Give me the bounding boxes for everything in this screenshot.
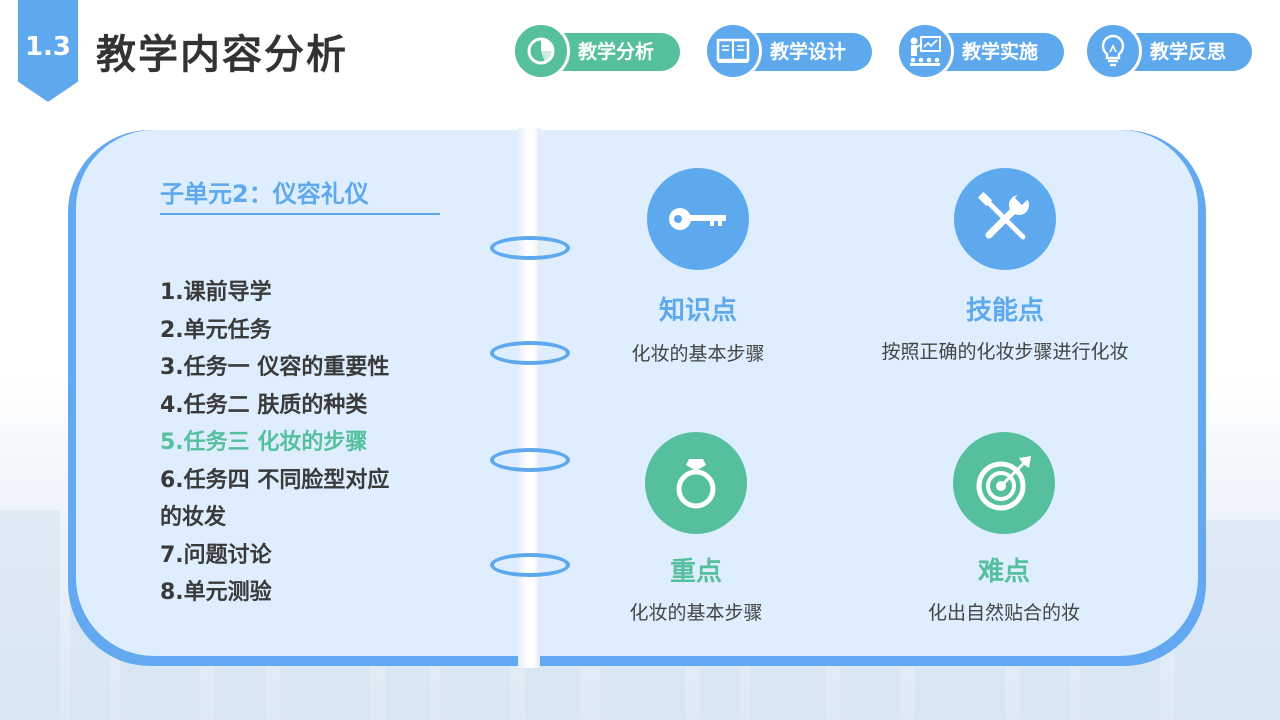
nav-item-teaching-analysis[interactable]: 教学分析	[512, 22, 682, 80]
book-icon	[704, 22, 762, 80]
binder-ring	[490, 236, 570, 260]
binder-ring	[490, 341, 570, 365]
nav-item-label: 教学反思	[1150, 41, 1227, 63]
pie-chart-icon	[512, 22, 570, 80]
binder-ring	[490, 448, 570, 472]
lesson-item[interactable]: 6.任务四 不同脸型对应	[160, 467, 390, 493]
skill-point-title: 技能点	[965, 296, 1044, 326]
page-title: 教学内容分析	[96, 32, 348, 78]
nav-item-label: 教学实施	[962, 41, 1039, 63]
nav-item-teaching-reflection[interactable]: 教学反思	[1084, 22, 1254, 80]
unit-title: 子单元2：仪容礼仪	[160, 180, 369, 208]
ring-icon	[645, 432, 747, 534]
nav-item-teaching-design[interactable]: 教学设计	[704, 22, 874, 80]
key-icon	[647, 168, 749, 270]
lesson-item[interactable]: 3.任务一 仪容的重要性	[160, 355, 390, 380]
unit-title-underline	[160, 213, 440, 215]
tools-icon	[954, 168, 1056, 270]
target-icon	[953, 432, 1055, 534]
lesson-item[interactable]: 4.任务二 肤质的种类	[160, 392, 368, 418]
lightbulb-icon	[1084, 22, 1142, 80]
lesson-item[interactable]: 2.单元任务	[160, 317, 272, 343]
lesson-item[interactable]: 1.课前导学	[160, 280, 272, 305]
binder-ring	[490, 553, 570, 577]
notebook-spine	[518, 128, 540, 668]
knowledge-point-title: 知识点	[658, 296, 737, 326]
lesson-item[interactable]: 7.问题讨论	[160, 542, 272, 568]
difficulty-point-title: 难点	[977, 557, 1030, 587]
section-number: 1.3	[24, 32, 72, 62]
lesson-list: 1.课前导学 2.单元任务 3.任务一 仪容的重要性 4.任务二 肤质的种类 5…	[160, 274, 450, 612]
skill-point-desc: 按照正确的化妆步骤进行化妆	[881, 341, 1129, 363]
nav-item-teaching-implementation[interactable]: 教学实施	[896, 22, 1066, 80]
lesson-item[interactable]: 8.单元测验	[160, 580, 272, 605]
nav-item-label: 教学分析	[578, 41, 655, 63]
knowledge-point-desc: 化妆的基本步骤	[631, 343, 765, 365]
section-number-badge: 1.3	[18, 0, 78, 102]
teacher-presentation-icon	[896, 22, 954, 80]
lesson-item-continued[interactable]: 的妆发	[160, 505, 227, 530]
nav-item-label: 教学设计	[770, 41, 847, 63]
key-point-desc: 化妆的基本步骤	[629, 602, 763, 624]
difficulty-point-desc: 化出自然贴合的妆	[927, 602, 1080, 624]
lesson-item-active[interactable]: 5.任务三 化妆的步骤	[160, 430, 368, 455]
key-point-title: 重点	[669, 557, 722, 587]
